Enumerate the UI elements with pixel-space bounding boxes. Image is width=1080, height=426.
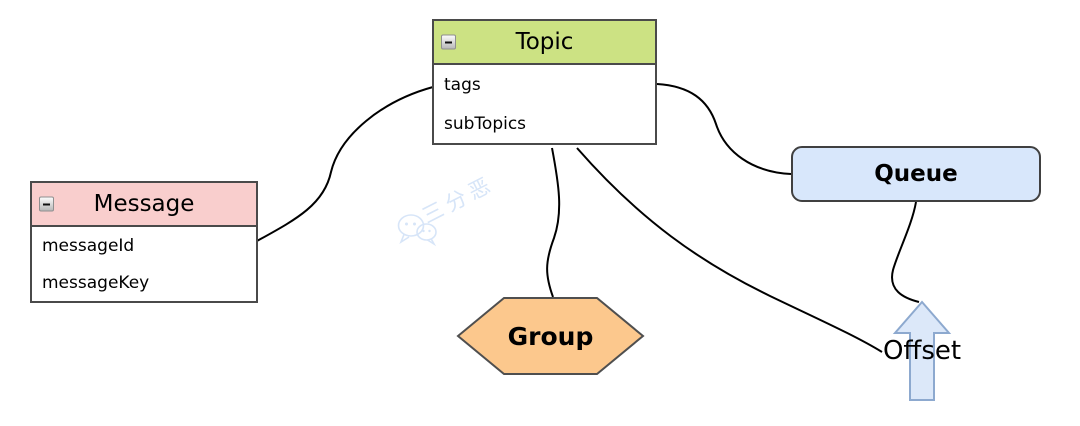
group-node-shape[interactable]	[456, 297, 645, 375]
edge-queue-offset	[891, 201, 920, 303]
topic-row-subtopics[interactable]: subTopics	[444, 113, 527, 134]
edge-topic-group	[546, 147, 561, 298]
topic-node-header: Topic	[434, 21, 655, 65]
topic-node-title: Topic	[515, 29, 574, 55]
edge-message-topic	[256, 86, 434, 242]
offset-arrow-shape[interactable]	[892, 300, 952, 401]
queue-node[interactable]: Queue	[791, 146, 1041, 202]
edge-topic-queue	[656, 83, 792, 175]
collapse-icon[interactable]	[441, 34, 456, 50]
queue-node-label: Queue	[874, 161, 958, 187]
message-node[interactable]: Message messageId messageKey	[30, 181, 258, 303]
topic-node[interactable]: Topic tags subTopics	[432, 19, 657, 145]
message-row-messageid[interactable]: messageId	[42, 235, 135, 256]
message-node-header: Message	[32, 183, 256, 227]
message-node-title: Message	[93, 191, 195, 217]
collapse-icon[interactable]	[39, 196, 54, 212]
message-row-messagekey[interactable]: messageKey	[42, 272, 150, 293]
edge-topic-offset	[576, 147, 883, 353]
topic-row-tags[interactable]: tags	[444, 74, 481, 95]
